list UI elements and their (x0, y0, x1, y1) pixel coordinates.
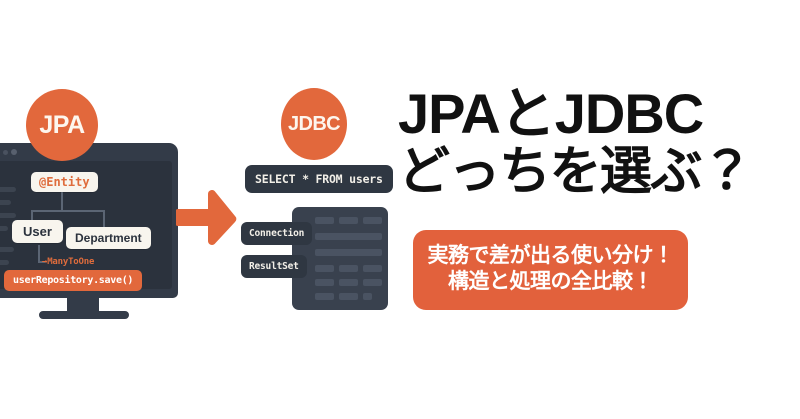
title-block: JPAとJDBC どっちを選ぶ？ (398, 86, 788, 202)
db-cell (315, 249, 382, 256)
jpa-badge: JPA (26, 89, 98, 161)
relation-label-manytoone: →ManyToOne (42, 257, 95, 267)
sidebar-line-2 (0, 200, 11, 205)
sidebar-line-5 (0, 247, 14, 252)
db-cell (339, 279, 358, 286)
monitor-stand-neck (67, 297, 99, 314)
sidebar-line-4 (0, 226, 8, 231)
diagram-connector-left-drop (31, 210, 33, 222)
callout-line-2: 構造と処理の全比較！ (448, 270, 654, 293)
db-cell (339, 265, 358, 272)
jpa-badge-label: JPA (39, 110, 85, 139)
db-cell (315, 279, 334, 286)
entity-annotation-node: @Entity (31, 172, 98, 192)
db-cell (363, 279, 382, 286)
jdbc-badge-label: JDBC (287, 112, 341, 135)
diagram-connector-right-drop (103, 210, 105, 229)
db-cell (339, 217, 358, 224)
sidebar-line-3 (0, 213, 16, 218)
db-cell (363, 265, 382, 272)
db-cell (315, 265, 334, 272)
jdbc-badge: JDBC (281, 88, 347, 160)
db-cell (339, 293, 358, 300)
code-pill-save: userRepository.save() (4, 270, 143, 291)
callout-box: 実務で差が出る使い分け！ 構造と処理の全比較！ (413, 230, 688, 310)
title-line-1: JPAとJDBC (398, 82, 704, 145)
callout-line-1: 実務で差が出る使い分け！ (427, 244, 675, 267)
db-cell (315, 233, 382, 240)
title-line-2: どっちを選ぶ？ (398, 143, 753, 201)
arrow-right-icon (176, 190, 237, 245)
sql-query-bar: SELECT * FROM users (245, 165, 393, 193)
db-cell (363, 217, 382, 224)
diagram-connector-horizontal (31, 210, 105, 212)
diagram-connector-vertical-top (61, 190, 63, 212)
window-dot-3-icon (11, 149, 17, 155)
db-cell (315, 217, 334, 224)
db-cell (363, 293, 372, 300)
jdbc-tag-connection: Connection (241, 222, 313, 245)
monitor-stand-base (39, 311, 129, 319)
entity-node-department: Department (66, 227, 151, 249)
diagram-connector-relation-stub (38, 261, 45, 263)
sidebar-line-1 (0, 187, 16, 192)
jdbc-tag-resultset: ResultSet (241, 255, 307, 278)
window-dot-2-icon (3, 150, 8, 155)
diagram-connector-relation-drop (38, 245, 40, 263)
sidebar-line-6 (0, 260, 9, 265)
db-cell (315, 293, 334, 300)
entity-node-user: User (12, 220, 63, 243)
monitor-titlebar (0, 143, 172, 161)
database-table-rows (315, 215, 382, 303)
